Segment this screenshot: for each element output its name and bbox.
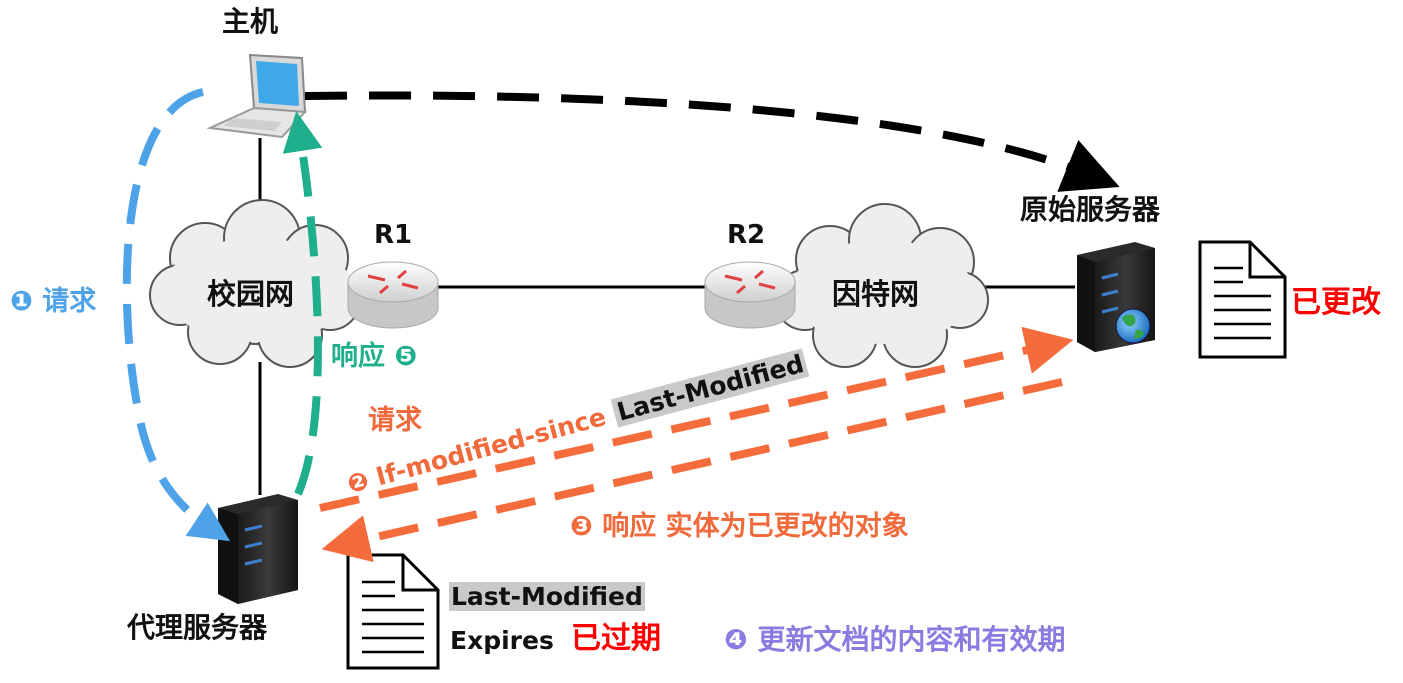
proxy-server-label: 代理服务器 (127, 611, 268, 644)
proxy-expired-label: 已过期 (571, 621, 661, 656)
proxy-document-icon (346, 553, 440, 670)
host-label: 主机 (222, 5, 279, 38)
proxy-server-icon (218, 494, 298, 604)
origin-document-icon (1198, 240, 1287, 359)
host-to-origin-arrow (304, 91, 1120, 192)
origin-changed-label: 已更改 (1291, 285, 1381, 320)
step1-label: ❶ 请求 (10, 286, 97, 317)
internet-label: 因特网 (832, 277, 920, 311)
step3-response-arrow (321, 378, 1063, 563)
step5-label: 响应 ❺ (331, 341, 418, 372)
globe-icon (1115, 308, 1151, 344)
campus-net-label: 校园网 (207, 277, 295, 311)
step4-label: ❹ 更新文档的内容和有效期 (724, 623, 1066, 656)
step5-response-arrow (282, 111, 323, 496)
step2-request-arrow (319, 326, 1074, 512)
r2-router-icon (704, 261, 796, 329)
proxy-last-modified-tag: Last-Modified (449, 582, 645, 611)
step2-title-label: 请求 (368, 405, 422, 436)
network-links (258, 138, 1075, 495)
step3-label: ❸ 响应 实体为已更改的对象 (570, 511, 909, 542)
internet-cloud-icon (774, 203, 989, 368)
r1-label: R1 (374, 220, 413, 250)
origin-server-label: 原始服务器 (1020, 193, 1161, 226)
r1-router-icon (347, 261, 439, 329)
laptop-icon (206, 53, 308, 139)
step1-request-arrow (122, 88, 231, 542)
proxy-expires-label: Expires (450, 626, 554, 655)
r2-label: R2 (727, 220, 766, 250)
campus-cloud-icon (149, 199, 361, 368)
